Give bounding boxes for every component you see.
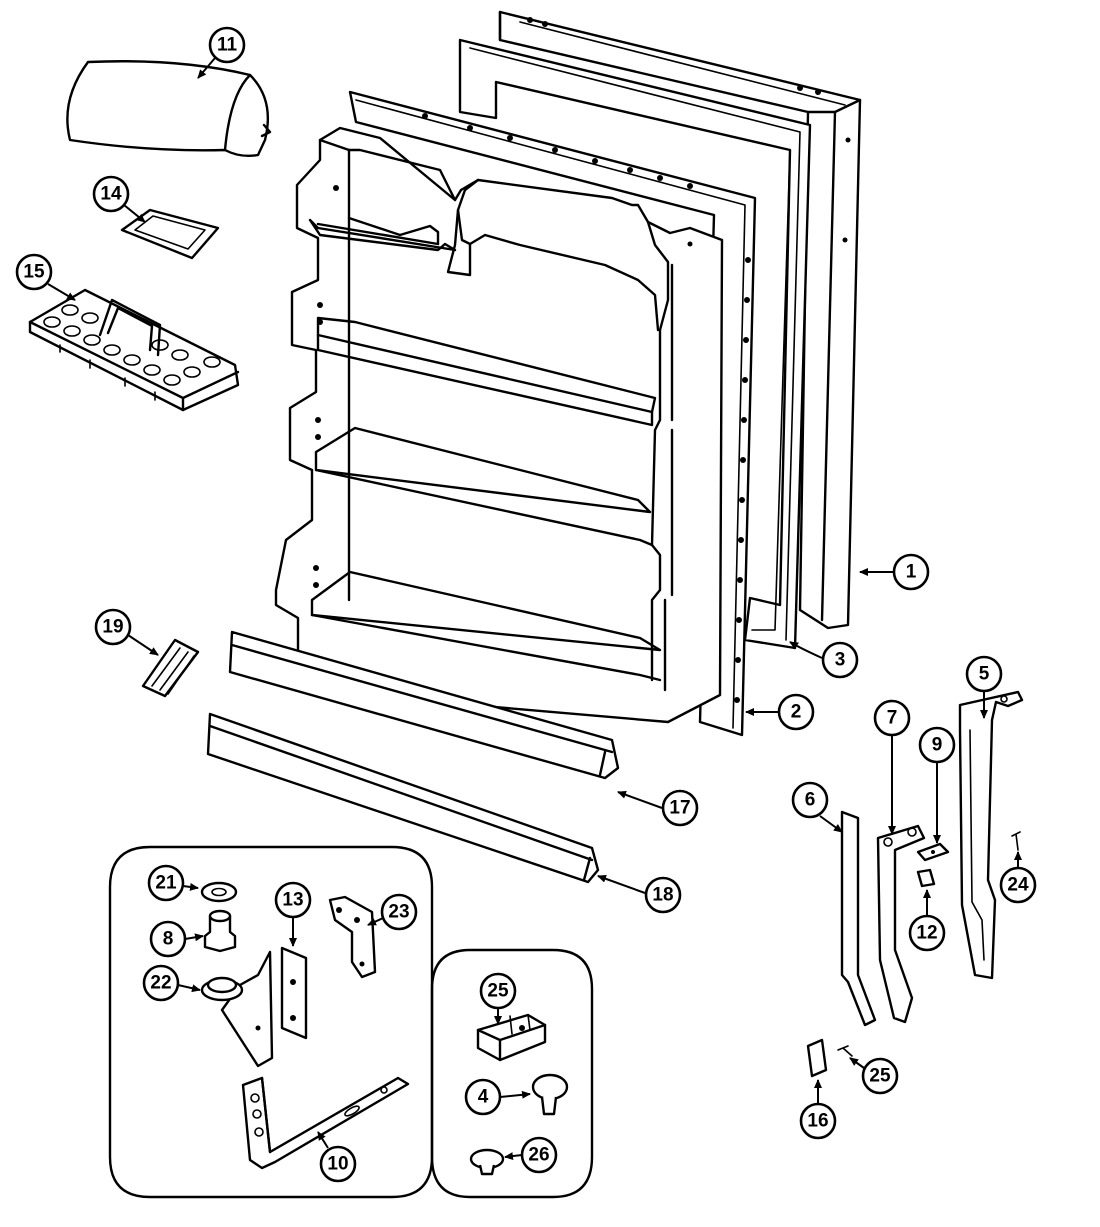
hinge-pin: [203, 909, 237, 953]
callout-18: 18: [597, 874, 682, 914]
svg-text:16: 16: [807, 1111, 828, 1132]
handle-end-cap: [806, 1038, 828, 1078]
upper-door-trim: [228, 630, 620, 780]
callout-3: 3: [789, 641, 859, 679]
callout-23: 23: [367, 893, 418, 931]
callout-2: 2: [745, 693, 815, 731]
svg-text:12: 12: [916, 923, 937, 944]
callout-22: 22: [142, 964, 201, 1002]
washer: [200, 881, 238, 903]
callout-21: 21: [147, 864, 199, 902]
svg-text:9: 9: [932, 735, 943, 756]
svg-text:5: 5: [979, 664, 990, 685]
butter-tray: [120, 208, 220, 260]
svg-text:15: 15: [23, 262, 45, 283]
svg-text:19: 19: [102, 617, 123, 638]
svg-text:23: 23: [388, 902, 409, 923]
svg-text:1: 1: [906, 562, 917, 583]
hinge-kit-panel: [108, 845, 434, 1199]
handle-trim-strip: [840, 810, 877, 1027]
svg-text:22: 22: [150, 973, 171, 994]
svg-text:26: 26: [528, 1145, 549, 1166]
handle-screw: [1011, 831, 1021, 851]
callout-25-right: 25: [849, 1057, 899, 1095]
handle-end-screw: [837, 1045, 853, 1057]
handle-spring: [916, 868, 936, 888]
callout-6: 6: [791, 781, 843, 833]
handle-bracket-top: [958, 690, 1024, 980]
shim-plate: [280, 946, 308, 1040]
handle-hardware: [806, 690, 1024, 1078]
svg-text:3: 3: [835, 650, 846, 671]
svg-text:21: 21: [155, 873, 177, 894]
bottom-hinge-bracket: [200, 950, 274, 1068]
callout-5: 5: [965, 655, 1003, 719]
lower-door-trim: [206, 712, 600, 884]
callout-24: 24: [999, 851, 1037, 904]
callout-7: 7: [873, 699, 911, 835]
door-clip: [141, 638, 200, 698]
callout-26: 26: [504, 1136, 558, 1174]
door-stop-clip: [476, 1013, 547, 1062]
hinge-cap: [531, 1073, 569, 1116]
callout-19: 19: [94, 608, 159, 656]
callout-15: 15: [15, 253, 76, 301]
callout-9: 9: [918, 726, 956, 844]
hole-plug: [469, 1148, 505, 1176]
svg-text:18: 18: [652, 885, 673, 906]
svg-text:6: 6: [805, 790, 816, 811]
hinge-plate: [328, 895, 377, 979]
hardware-kit-panel: [430, 948, 594, 1199]
callout-12: 12: [908, 889, 946, 952]
svg-text:7: 7: [887, 708, 898, 729]
door-shelf-liner: [274, 126, 724, 724]
callout-8: 8: [149, 920, 204, 958]
svg-text:10: 10: [327, 1154, 348, 1175]
svg-text:13: 13: [282, 890, 303, 911]
svg-text:24: 24: [1007, 875, 1029, 896]
callout-13: 13: [274, 881, 312, 947]
callout-17: 17: [617, 789, 699, 827]
svg-text:8: 8: [163, 929, 174, 950]
svg-text:25: 25: [487, 981, 509, 1002]
outer-door-panel: [498, 10, 862, 630]
callout-14: 14: [92, 175, 146, 223]
svg-text:25: 25: [869, 1066, 891, 1087]
callout-11: 11: [197, 26, 246, 79]
door-gasket: [458, 38, 812, 650]
callout-16: 16: [799, 1079, 837, 1140]
callout-4: 4: [464, 1078, 531, 1116]
svg-text:4: 4: [478, 1087, 489, 1108]
svg-text:11: 11: [217, 35, 238, 56]
callout-1: 1: [859, 553, 930, 591]
lower-door-bracket: [241, 1076, 410, 1170]
callouts: 1 2 3 5 6 7 9: [15, 26, 1037, 1183]
handle-bracket-long: [876, 824, 926, 1024]
svg-text:14: 14: [100, 184, 122, 205]
egg-tray: [28, 288, 240, 412]
svg-text:17: 17: [669, 798, 690, 819]
callout-25-box: 25: [479, 972, 517, 1025]
callout-10: 10: [317, 1131, 357, 1183]
svg-text:2: 2: [791, 702, 802, 723]
dairy-door: [66, 60, 272, 158]
